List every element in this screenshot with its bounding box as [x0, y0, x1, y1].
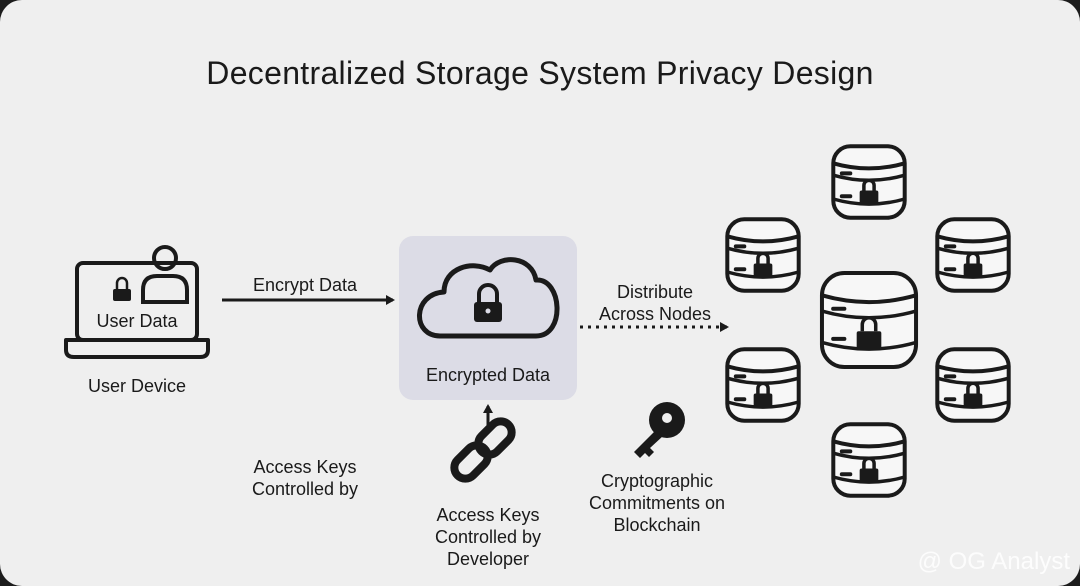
- lock-icon: [859, 456, 879, 483]
- lock-icon: [474, 283, 502, 322]
- database-server-icon: [831, 422, 907, 498]
- encrypt-data-label: Encrypt Data: [252, 275, 358, 295]
- database-server-icon: [725, 217, 801, 293]
- access-keys-dev-line-2: Controlled by: [434, 527, 542, 547]
- distribute-line-1: Distribute: [616, 282, 694, 302]
- cloud-icon: [417, 257, 560, 339]
- user-device-caption: User Device: [87, 376, 187, 396]
- chain-link-icon: [450, 417, 516, 483]
- diagram-title: Decentralized Storage System Privacy Des…: [206, 55, 874, 91]
- database-server-icon: [935, 217, 1011, 293]
- commitments-line-3: Blockchain: [613, 515, 701, 535]
- database-server-icon: [935, 347, 1011, 423]
- lock-icon: [856, 316, 882, 351]
- access-keys-label-left: Access Keys Controlled by: [225, 456, 385, 500]
- access-keys-dev-line-3: Developer: [446, 549, 530, 569]
- lock-icon: [963, 381, 983, 408]
- distribute-line-2: Across Nodes: [598, 304, 712, 324]
- commitments-label: Cryptographic Commitments on Blockchain: [572, 470, 742, 536]
- access-keys-dev-line-1: Access Keys: [436, 505, 540, 525]
- key-icon: [634, 402, 685, 458]
- lock-icon: [859, 178, 879, 205]
- commitments-line-2: Commitments on: [588, 493, 726, 513]
- distribute-label: Distribute Across Nodes: [585, 281, 725, 325]
- access-keys-developer-label: Access Keys Controlled by Developer: [408, 504, 568, 570]
- lock-icon: [113, 276, 131, 301]
- database-server-icon: [725, 347, 801, 423]
- lock-icon: [753, 381, 773, 408]
- commitments-line-1: Cryptographic: [600, 471, 714, 491]
- watermark: @ OG Analyst: [917, 548, 1070, 575]
- user-icon: [141, 245, 189, 304]
- laptop-icon: [64, 261, 210, 359]
- access-keys-left-line-1: Access Keys: [253, 457, 357, 477]
- user-data-label: User Data: [96, 311, 178, 331]
- access-keys-left-line-2: Controlled by: [251, 479, 359, 499]
- lock-icon: [963, 251, 983, 278]
- database-server-icon: [831, 144, 907, 220]
- encrypted-data-label: Encrypted Data: [425, 365, 551, 385]
- database-server-icon: [819, 270, 919, 370]
- lock-icon: [753, 251, 773, 278]
